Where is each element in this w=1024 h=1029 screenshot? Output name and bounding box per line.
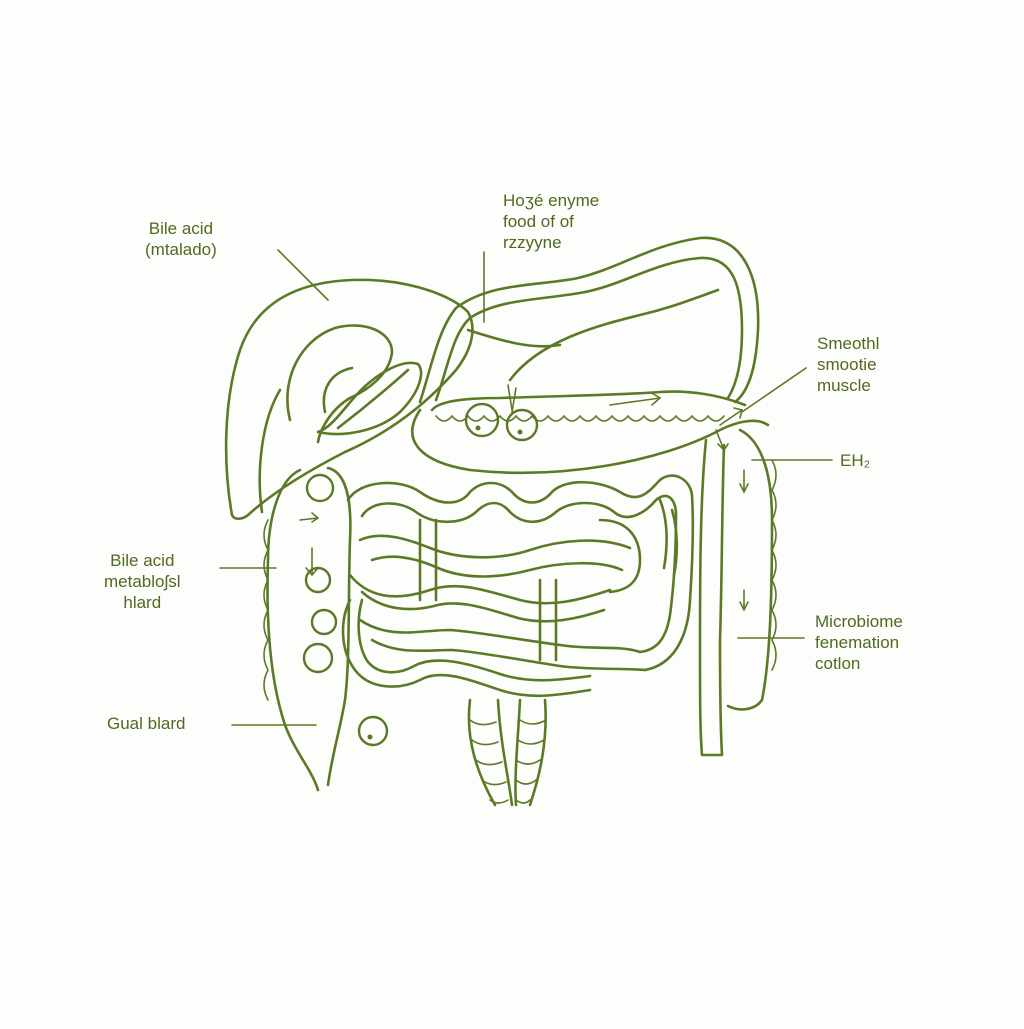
leader-lines [219,249,833,726]
label-microbiome: Microbiome fenemation cotlon [815,611,903,674]
rectum-segments [467,698,547,807]
label-gual-blard-text: Gual blard [107,714,186,733]
label-microbiome-line2: fenemation [815,633,900,652]
label-bile-acid-left-line3: hlard [123,593,162,612]
label-eh2: EH₂ [840,450,870,471]
label-enzyme: Hoʒé enyme food of of rzzyyne [503,190,599,253]
label-bile-acid-top-line2: (mtalado) [145,240,217,259]
label-bile-acid-left-line2: metabloʃsl [104,572,181,591]
label-smooth-muscle-line3: muscle [817,376,871,395]
transverse-colon [411,390,770,475]
gallbladder [286,324,423,444]
label-microbiome-line1: Microbiome [815,612,903,631]
label-gual-blard: Gual blard [107,713,185,734]
label-bile-acid-left-line1: Bile acid [110,551,175,570]
label-enzyme-line2: food of of [503,212,574,231]
label-eh2-text: EH₂ [840,451,871,470]
small-intestine [341,474,695,747]
label-smooth-muscle-line1: Smeothl [817,334,880,353]
stomach [418,236,760,404]
label-bile-acid-left: Bile acid metabloʃsl hlard [104,550,181,613]
descending-colon [698,428,777,757]
label-smooth-muscle: Smeothl smootie muscle [817,333,879,396]
ascending-colon [263,466,352,792]
label-bile-acid-top-line1: Bile acid [148,219,214,238]
label-enzyme-line1: Hoʒé enyme [503,191,600,210]
label-enzyme-line3: rzzyyne [503,233,562,252]
label-bile-acid-top: Bile acid (mtalado) [145,218,217,260]
pyloric-nodules [464,384,539,442]
label-smooth-muscle-line2: smootie [817,355,877,374]
label-microbiome-line3: cotlon [815,654,861,673]
